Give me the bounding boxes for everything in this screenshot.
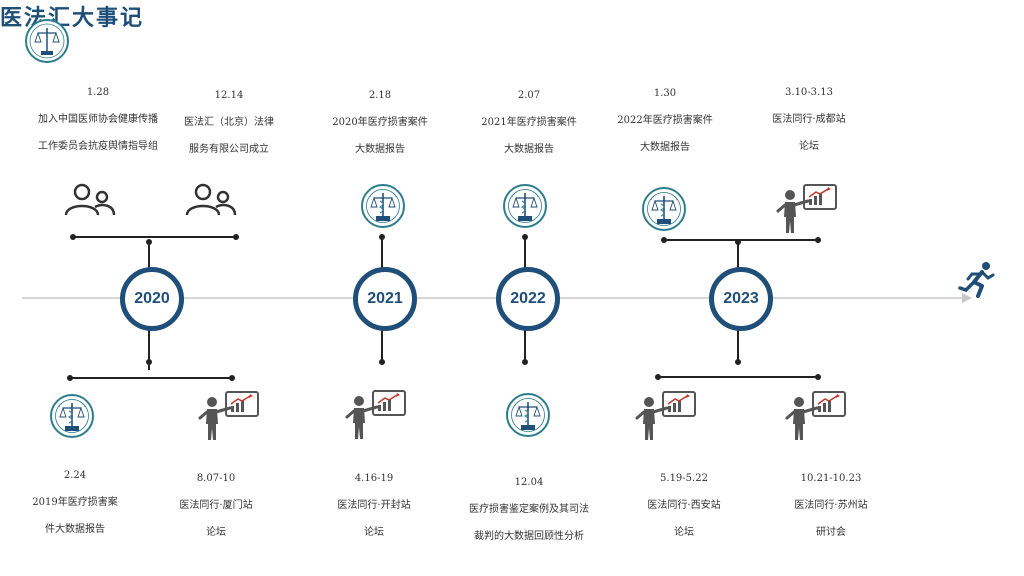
bracket-dot	[815, 237, 821, 243]
event-line: 大数据报告	[640, 142, 690, 153]
event-line: 论坛	[674, 527, 694, 538]
event-date: 2.07	[517, 90, 541, 101]
event-date: 8.07-10	[196, 473, 236, 484]
event-bottom-1: 2.24 2019年医疗损害案 件大数据报告	[0, 469, 150, 537]
event-top-5: 1.30 2022年医疗损害案件 大数据报告	[590, 87, 740, 155]
event-line: 医法同行·苏州站	[794, 500, 868, 511]
event-line: 医疗损害鉴定案例及其司法	[469, 504, 589, 515]
bracket-dot	[379, 359, 385, 365]
year-badge-2021: 2021	[353, 267, 417, 331]
event-date: 2.24	[63, 470, 87, 481]
event-line: 大数据报告	[355, 144, 405, 155]
event-line: 医法汇（北京）法律	[184, 117, 274, 128]
event-line: 医法同行·开封站	[337, 500, 411, 511]
event-date: 10.21-10.23	[800, 473, 862, 484]
bracket-dot	[67, 375, 73, 381]
event-line: 件大数据报告	[45, 524, 105, 535]
event-line: 工作委员会抗疫舆情指导组	[38, 141, 158, 152]
event-bottom-3: 4.16-19 医法同行·开封站 论坛	[299, 472, 449, 540]
event-date: 5.19-5.22	[660, 473, 708, 484]
event-date: 12.14	[214, 90, 244, 101]
timeline-arrowhead	[962, 293, 972, 303]
event-date: 1.30	[653, 88, 677, 99]
bracket-dot	[229, 375, 235, 381]
bracket-dot	[70, 234, 76, 240]
event-date: 3.10-3.13	[785, 87, 833, 98]
event-line: 医法同行·西安站	[647, 500, 721, 511]
year-badge-2022: 2022	[496, 267, 560, 331]
bracket-dot	[522, 359, 528, 365]
event-top-2: 12.14 医法汇（北京）法律 服务有限公司成立	[154, 89, 304, 157]
event-top-6: 3.10-3.13 医法同行·成都站 论坛	[734, 86, 884, 154]
event-line: 论坛	[799, 141, 819, 152]
event-line: 2019年医疗损害案	[32, 497, 118, 508]
people-icon	[183, 183, 239, 217]
bracket-dot	[815, 374, 821, 380]
event-line: 服务有限公司成立	[189, 144, 269, 155]
bracket-dot	[655, 374, 661, 380]
page-title: 医法汇大事记	[0, 5, 145, 31]
event-date: 2.18	[368, 90, 392, 101]
event-date: 12.04	[514, 477, 544, 488]
event-date: 4.16-19	[354, 473, 394, 484]
event-line: 裁判的大数据回顾性分析	[474, 531, 584, 542]
event-top-4: 2.07 2021年医疗损害案件 大数据报告	[454, 89, 604, 157]
event-line: 2021年医疗损害案件	[481, 117, 577, 128]
event-date: 1.28	[86, 87, 110, 98]
event-bottom-2: 8.07-10 医法同行·厦门站 论坛	[141, 472, 291, 540]
bracket-dot	[522, 234, 528, 240]
event-line: 医法同行·成都站	[772, 114, 846, 125]
event-line: 论坛	[364, 527, 384, 538]
bracket-dot	[146, 239, 152, 245]
people-icon	[62, 183, 118, 217]
event-bottom-5: 5.19-5.22 医法同行·西安站 论坛	[609, 472, 759, 540]
event-line: 医法同行·厦门站	[179, 500, 253, 511]
event-line: 论坛	[206, 527, 226, 538]
bracket-dot	[661, 237, 667, 243]
bracket-dot	[146, 359, 152, 365]
header-logo	[24, 18, 70, 64]
bracket-dot	[379, 234, 385, 240]
event-line: 大数据报告	[504, 144, 554, 155]
event-bottom-6: 10.21-10.23 医法同行·苏州站 研讨会	[756, 472, 906, 540]
event-line: 研讨会	[816, 527, 846, 538]
event-bottom-4: 12.04 医疗损害鉴定案例及其司法 裁判的大数据回顾性分析	[447, 476, 611, 544]
event-line: 加入中国医师协会健康传播	[38, 114, 158, 125]
year-badge-2023: 2023	[709, 267, 773, 331]
bracket-dot	[233, 234, 239, 240]
logo-icon	[25, 19, 69, 63]
event-top-1: 1.28 加入中国医师协会健康传播 工作委员会抗疫舆情指导组	[23, 86, 173, 154]
bracket-dot	[735, 359, 741, 365]
runner-icon	[958, 262, 995, 298]
event-top-3: 2.18 2020年医疗损害案件 大数据报告	[305, 89, 455, 157]
event-line: 2022年医疗损害案件	[617, 115, 713, 126]
year-badge-2020: 2020	[120, 267, 184, 331]
event-line: 2020年医疗损害案件	[332, 117, 428, 128]
